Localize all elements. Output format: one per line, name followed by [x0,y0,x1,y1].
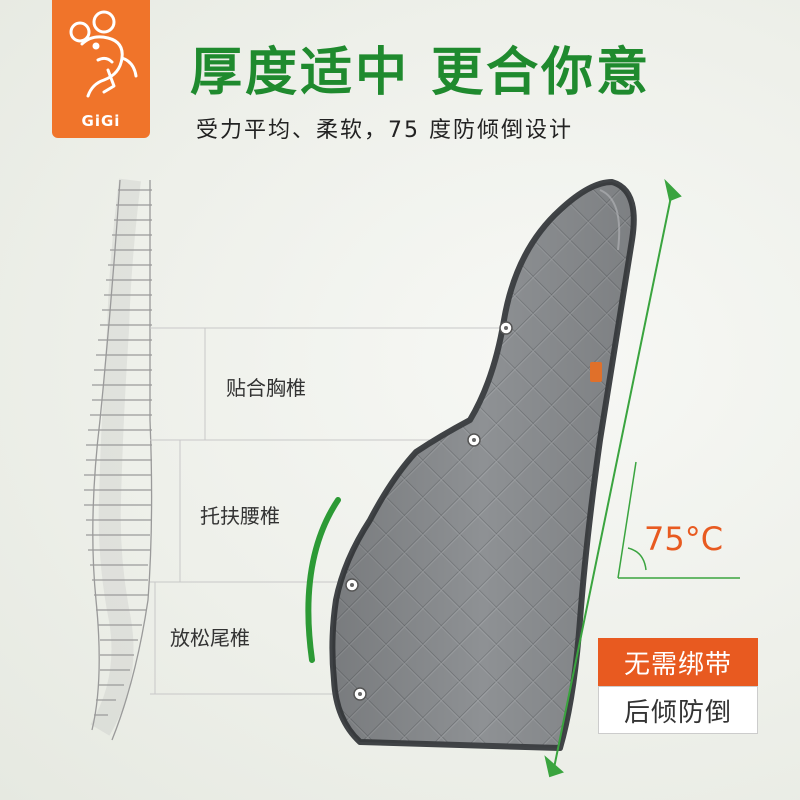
spine-illustration [84,178,153,741]
angle-label: 75°C [644,520,724,558]
brand-logo-text: GiGi [81,112,121,130]
zone-label-thoracic: 贴合胸椎 [226,376,306,400]
anti-tip-badge: 后倾防倒 [598,686,758,734]
cushion [329,179,637,751]
mouse-icon [69,10,138,98]
headline: 厚度适中 更合你意 [190,43,652,103]
no-strap-badge: 无需绑带 [598,638,758,686]
angle-indicator [617,461,740,579]
brand-logo: GiGi [52,0,150,138]
height-arrow [544,178,682,778]
zone-label-lumbar: 托扶腰椎 [200,504,280,528]
lumbar-curve [305,497,341,663]
zone-label-coccyx: 放松尾椎 [170,626,250,650]
zone-guides [150,327,506,695]
subheadline: 受力平均、柔软，75 度防倾倒设计 [196,118,573,143]
